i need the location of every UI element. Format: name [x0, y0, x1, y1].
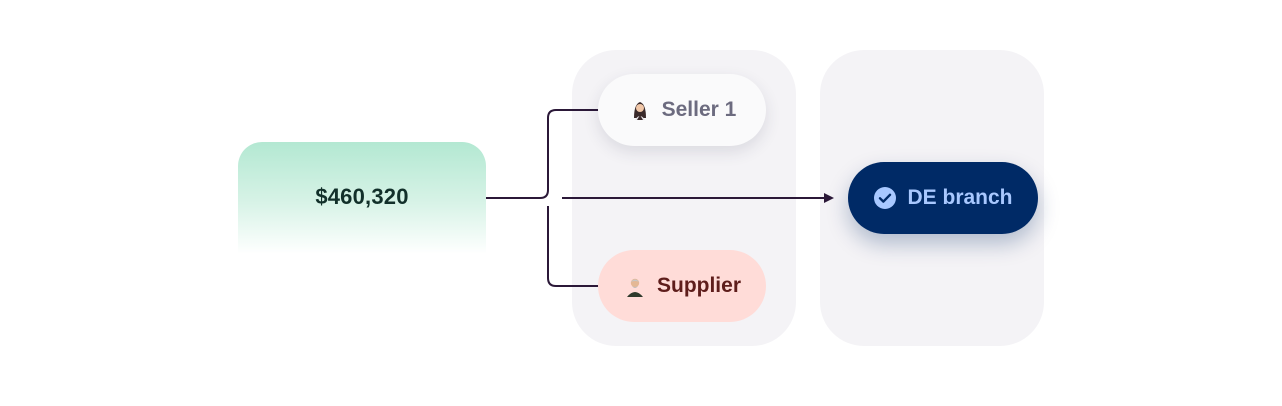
woman-avatar-icon: [628, 98, 652, 122]
connector-to-supplier: [547, 206, 600, 287]
check-circle-icon: [873, 186, 897, 210]
seller-node[interactable]: Seller 1: [598, 74, 766, 146]
supplier-node[interactable]: Supplier: [598, 250, 766, 322]
supplier-label: Supplier: [656, 274, 741, 297]
arrowhead-icon: [824, 193, 834, 203]
branch-node[interactable]: DE branch: [848, 162, 1038, 234]
branch-label: DE branch: [907, 186, 1013, 209]
seller-label: Seller 1: [661, 98, 737, 121]
amount-value: $460,320: [315, 184, 409, 209]
amount-card: $460,320: [238, 142, 486, 254]
connector-to-seller: [486, 109, 600, 199]
man-avatar-icon: [623, 274, 647, 298]
